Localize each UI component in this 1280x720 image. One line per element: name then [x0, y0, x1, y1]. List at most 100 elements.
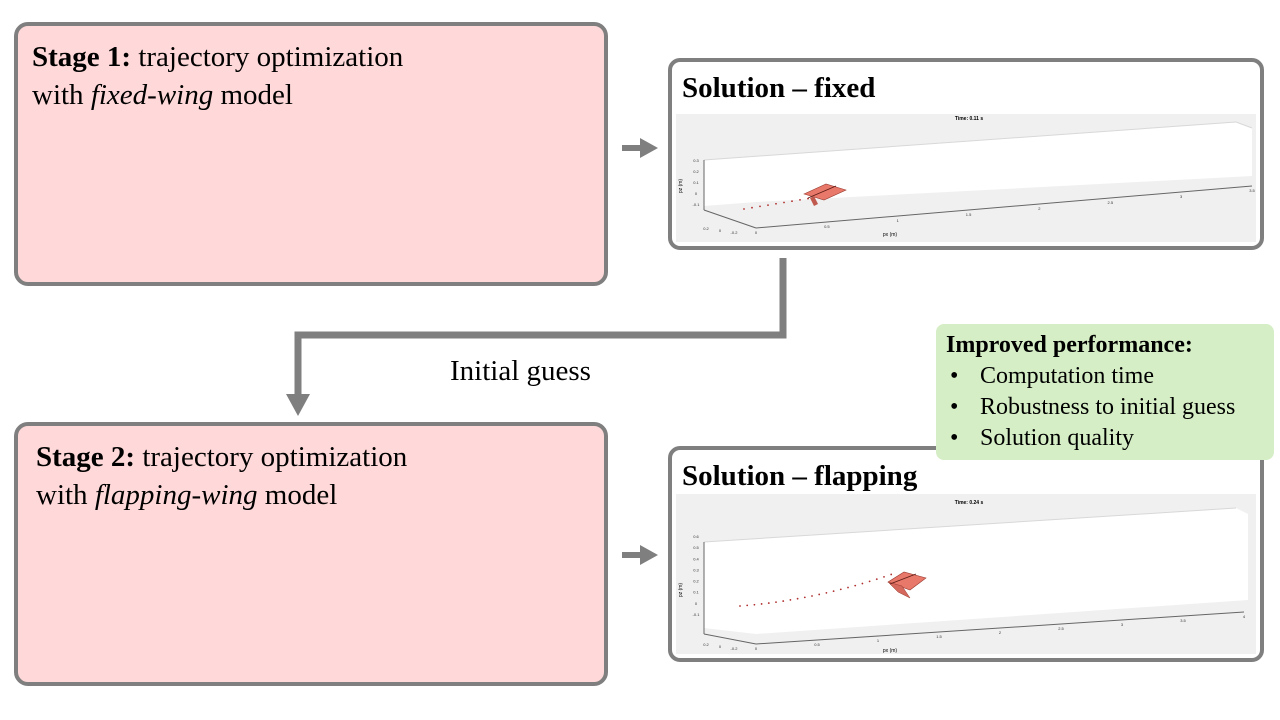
y-tick-label: 0.2	[703, 642, 709, 647]
z-tick-label: 0.1	[693, 180, 699, 185]
wing-model-fixed	[803, 183, 847, 201]
y-tick-label: -0.2	[731, 646, 739, 651]
stage-1-model-name: fixed-wing	[90, 79, 214, 111]
x-tick-label: 0	[755, 230, 758, 235]
trajectory-point	[759, 205, 761, 208]
x-tick-label: 1.5	[936, 634, 942, 639]
performance-item-solution-quality: Solution quality	[946, 423, 1264, 454]
stage-1-box: Stage 1: trajectory optimization with fi…	[14, 22, 608, 286]
improved-performance-box: Improved performance: Computation time R…	[936, 324, 1274, 460]
trajectory-point	[825, 591, 828, 594]
improved-performance-list: Computation time Robustness to initial g…	[946, 361, 1264, 454]
z-tick-label: 0.4	[693, 556, 699, 561]
z-tick-label: 0.3	[693, 158, 699, 163]
stage-2-model-name: flapping-wing	[94, 479, 258, 511]
z-tick-label: 0.6	[693, 534, 699, 539]
trajectory-point	[746, 604, 749, 607]
solution-flapping-title: Solution – flapping	[682, 460, 918, 492]
y-tick-label: -0.2	[731, 230, 739, 235]
time-label: Time: 0.11 s	[955, 116, 983, 122]
x-tick-label: 3.5	[1249, 188, 1255, 193]
solution-fixed-title: Solution – fixed	[682, 72, 876, 104]
stage-1-text: trajectory optimization	[131, 41, 404, 73]
trajectory-point	[760, 603, 763, 605]
z-tick-label: 0	[695, 191, 698, 196]
z-tick-label: -0.1	[693, 202, 701, 207]
stage-2-suffix: model	[257, 479, 338, 511]
x-tick-label: 3	[1121, 622, 1124, 627]
stage-2-line-1: Stage 2: trajectory optimization	[36, 438, 590, 476]
trajectory-point	[743, 208, 745, 210]
trajectory-point	[775, 601, 777, 604]
trajectory-point	[767, 602, 770, 604]
arrow-stage1-to-solution	[622, 138, 658, 158]
solution-fixed-panel: Solution – fixed Time: 0.11 s pz (m) px …	[668, 58, 1264, 250]
x-tick-label: 4	[1243, 614, 1246, 619]
trajectory-point	[796, 597, 799, 600]
trajectory-point	[818, 593, 821, 596]
arrow-stage2-to-solution	[622, 545, 658, 565]
performance-item-robustness: Robustness to initial guess	[946, 392, 1264, 423]
y-axis-line	[703, 209, 757, 229]
solution-flapping-panel: Solution – flapping Time: 0.24 s pz (m) …	[668, 446, 1264, 662]
trajectory-point	[883, 575, 885, 578]
wing-spar	[889, 573, 917, 585]
x-tick-label: 0.5	[824, 224, 830, 229]
trajectory-point	[854, 584, 857, 587]
z-tick-label: 0.2	[693, 169, 699, 174]
solution-fixed-3d-plot: Time: 0.11 s pz (m) px (m) 00.511.522.53…	[678, 116, 1256, 238]
x-axis-label: px (m)	[883, 232, 898, 238]
trajectory-point	[791, 200, 793, 203]
x-tick-label: 2	[1038, 206, 1041, 211]
stage-2-text: trajectory optimization	[135, 441, 408, 473]
z-tick-label: 0	[695, 601, 698, 606]
z-tick-label: -0.1	[693, 612, 701, 617]
trajectory-point	[847, 586, 849, 589]
stage-2-heading: Stage 2:	[36, 441, 136, 473]
y-axis-line	[703, 633, 757, 645]
stage-2-line-2: with flapping-wing model	[36, 476, 590, 514]
stage-1-suffix: model	[213, 79, 293, 111]
plot-box-edge	[703, 507, 1237, 543]
trajectory-point	[832, 590, 835, 593]
stage-1-heading: Stage 1:	[32, 41, 132, 73]
trajectory-point	[753, 603, 756, 606]
x-tick-label: 2.5	[1108, 200, 1114, 205]
plot-box-face	[704, 508, 1248, 634]
trajectory-point	[789, 599, 792, 601]
trajectory-point	[775, 202, 777, 205]
z-tick-label: 0.2	[693, 579, 699, 584]
trajectory-point	[875, 578, 878, 581]
initial-guess-label: Initial guess	[450, 355, 591, 387]
wing-tail	[810, 196, 818, 206]
x-tick-label: 0	[755, 646, 758, 651]
improved-performance-title: Improved performance:	[946, 332, 1193, 358]
wing-model-flapping-lower	[887, 581, 911, 599]
trajectory-point	[739, 605, 741, 607]
y-tick-label: 0.2	[703, 226, 709, 231]
plot-box-edge	[1235, 121, 1253, 129]
stage-1-prefix: with	[32, 79, 91, 111]
trajectory-point	[782, 600, 785, 602]
stage-1-line-2: with fixed-wing model	[32, 76, 590, 114]
x-axis-line	[755, 185, 1253, 229]
wing-spar	[807, 185, 837, 199]
trajectory-point	[868, 580, 871, 583]
x-tick-label: 3.5	[1180, 618, 1186, 623]
plot-box-face	[704, 122, 1252, 206]
stage-2-box: Stage 2: trajectory optimization with fl…	[14, 422, 608, 686]
x-axis-line	[755, 611, 1245, 645]
x-axis-label: px (m)	[883, 648, 898, 654]
trajectory-point	[811, 595, 813, 597]
stage-1-line-1: Stage 1: trajectory optimization	[32, 38, 590, 76]
z-tick-label: 0.1	[693, 590, 699, 595]
trajectory-point	[751, 206, 753, 209]
z-tick-label: 0.5	[693, 545, 699, 550]
x-tick-label: 2	[999, 630, 1002, 635]
plot-box-edge	[703, 121, 1237, 161]
stage-2-prefix: with	[36, 479, 95, 511]
x-tick-label: 1	[877, 638, 880, 643]
z-tick-label: 0.3	[693, 567, 699, 572]
trajectory-point	[767, 204, 769, 206]
z-axis-label: pz (m)	[678, 179, 684, 194]
